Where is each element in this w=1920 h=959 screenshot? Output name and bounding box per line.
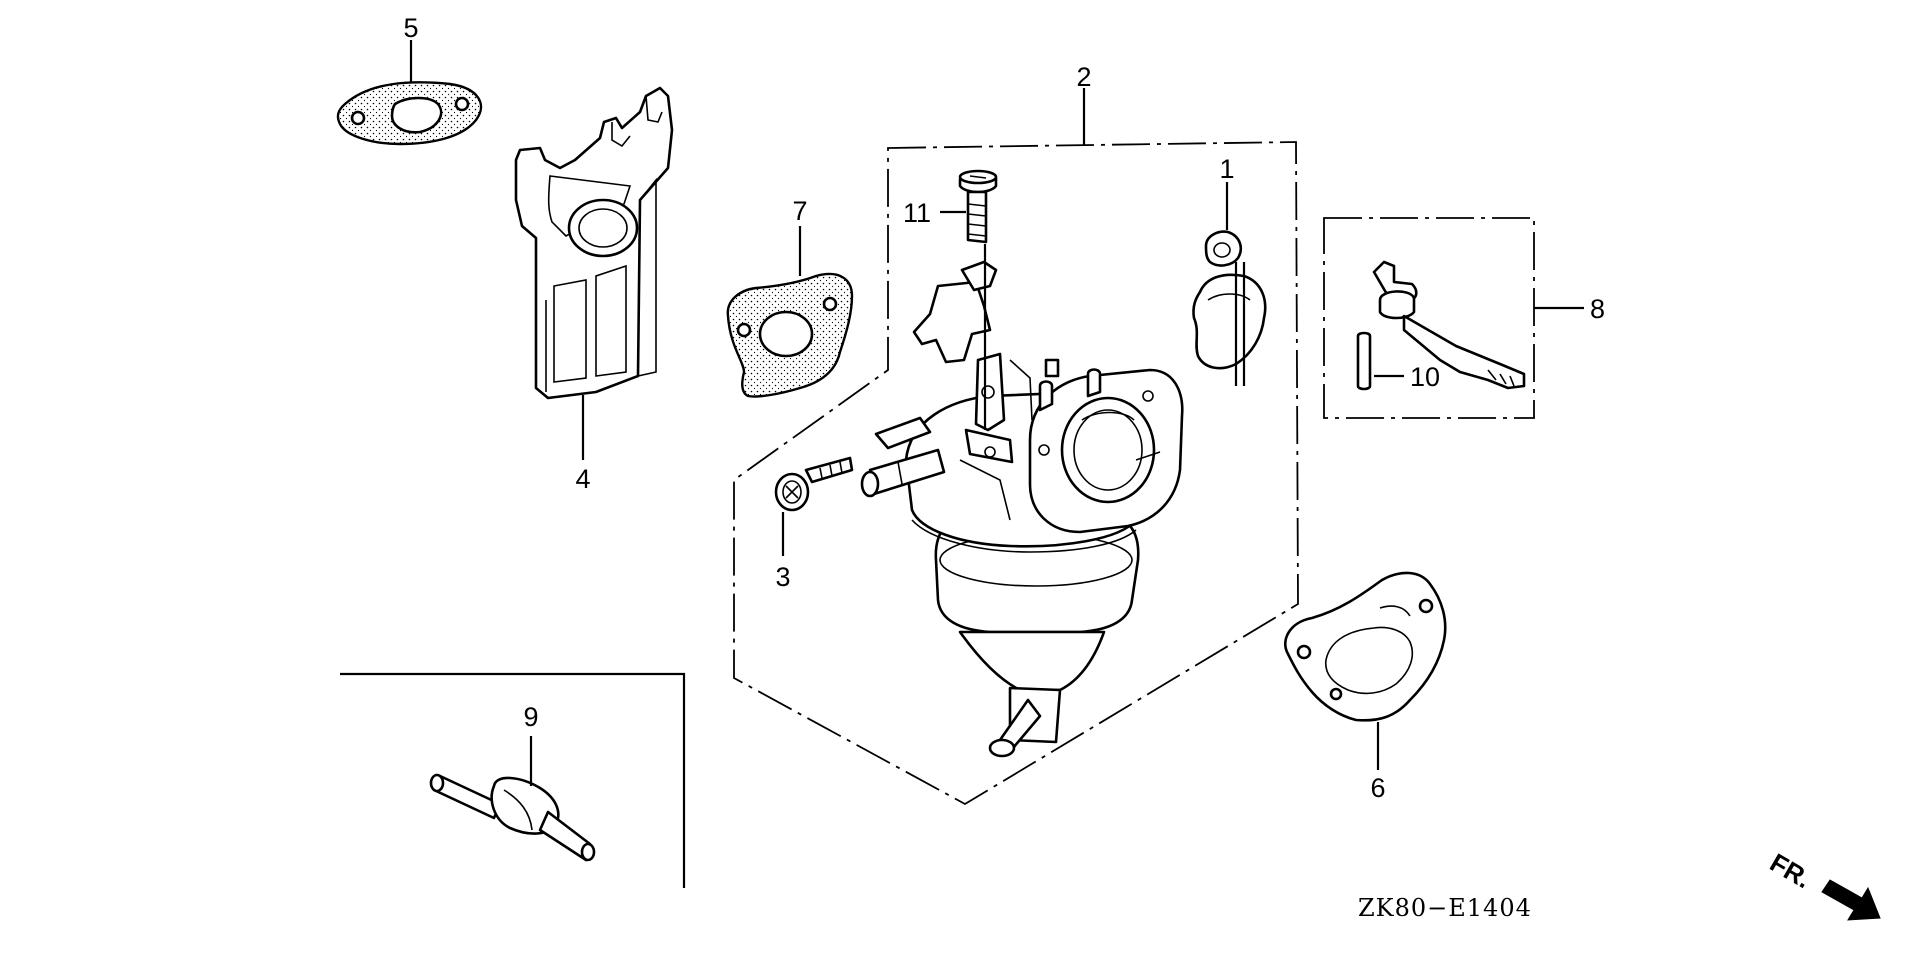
part-1-choke-valve [1192, 230, 1267, 386]
callout-5: 5 [403, 13, 418, 43]
callout-6: 6 [1370, 773, 1385, 803]
callout-11: 11 [903, 198, 931, 228]
callout-3: 3 [775, 562, 790, 592]
front-arrow-icon [1821, 879, 1881, 921]
diagram-code: ZK80−E1404 [1358, 894, 1532, 922]
part-9-section-border [340, 672, 686, 888]
part-10-pin [1356, 331, 1372, 391]
part-2-carburetor [860, 244, 1184, 758]
part-6-gasket [1283, 571, 1447, 722]
part-8-choke-lever [1372, 260, 1526, 390]
part-5-gasket [336, 81, 483, 146]
front-direction-marker: FR. [1765, 847, 1881, 921]
part-3-screw [774, 456, 854, 512]
callout-2: 2 [1076, 62, 1091, 92]
callout-8: 8 [1590, 294, 1605, 324]
callout-4: 4 [575, 464, 590, 494]
callout-7: 7 [792, 196, 807, 226]
callout-10: 10 [1410, 362, 1440, 392]
callout-9: 9 [523, 702, 538, 732]
part-9-fuel-filter [429, 773, 596, 862]
front-label: FR. [1765, 847, 1816, 894]
callout-1: 1 [1219, 154, 1234, 184]
part-7-gasket [726, 272, 854, 398]
part-11-screw [958, 169, 998, 244]
part-4-insulator-plate [514, 86, 674, 400]
parts-8-10-box [1323, 217, 1535, 419]
carburetor-assembly-boundary [733, 141, 1299, 806]
